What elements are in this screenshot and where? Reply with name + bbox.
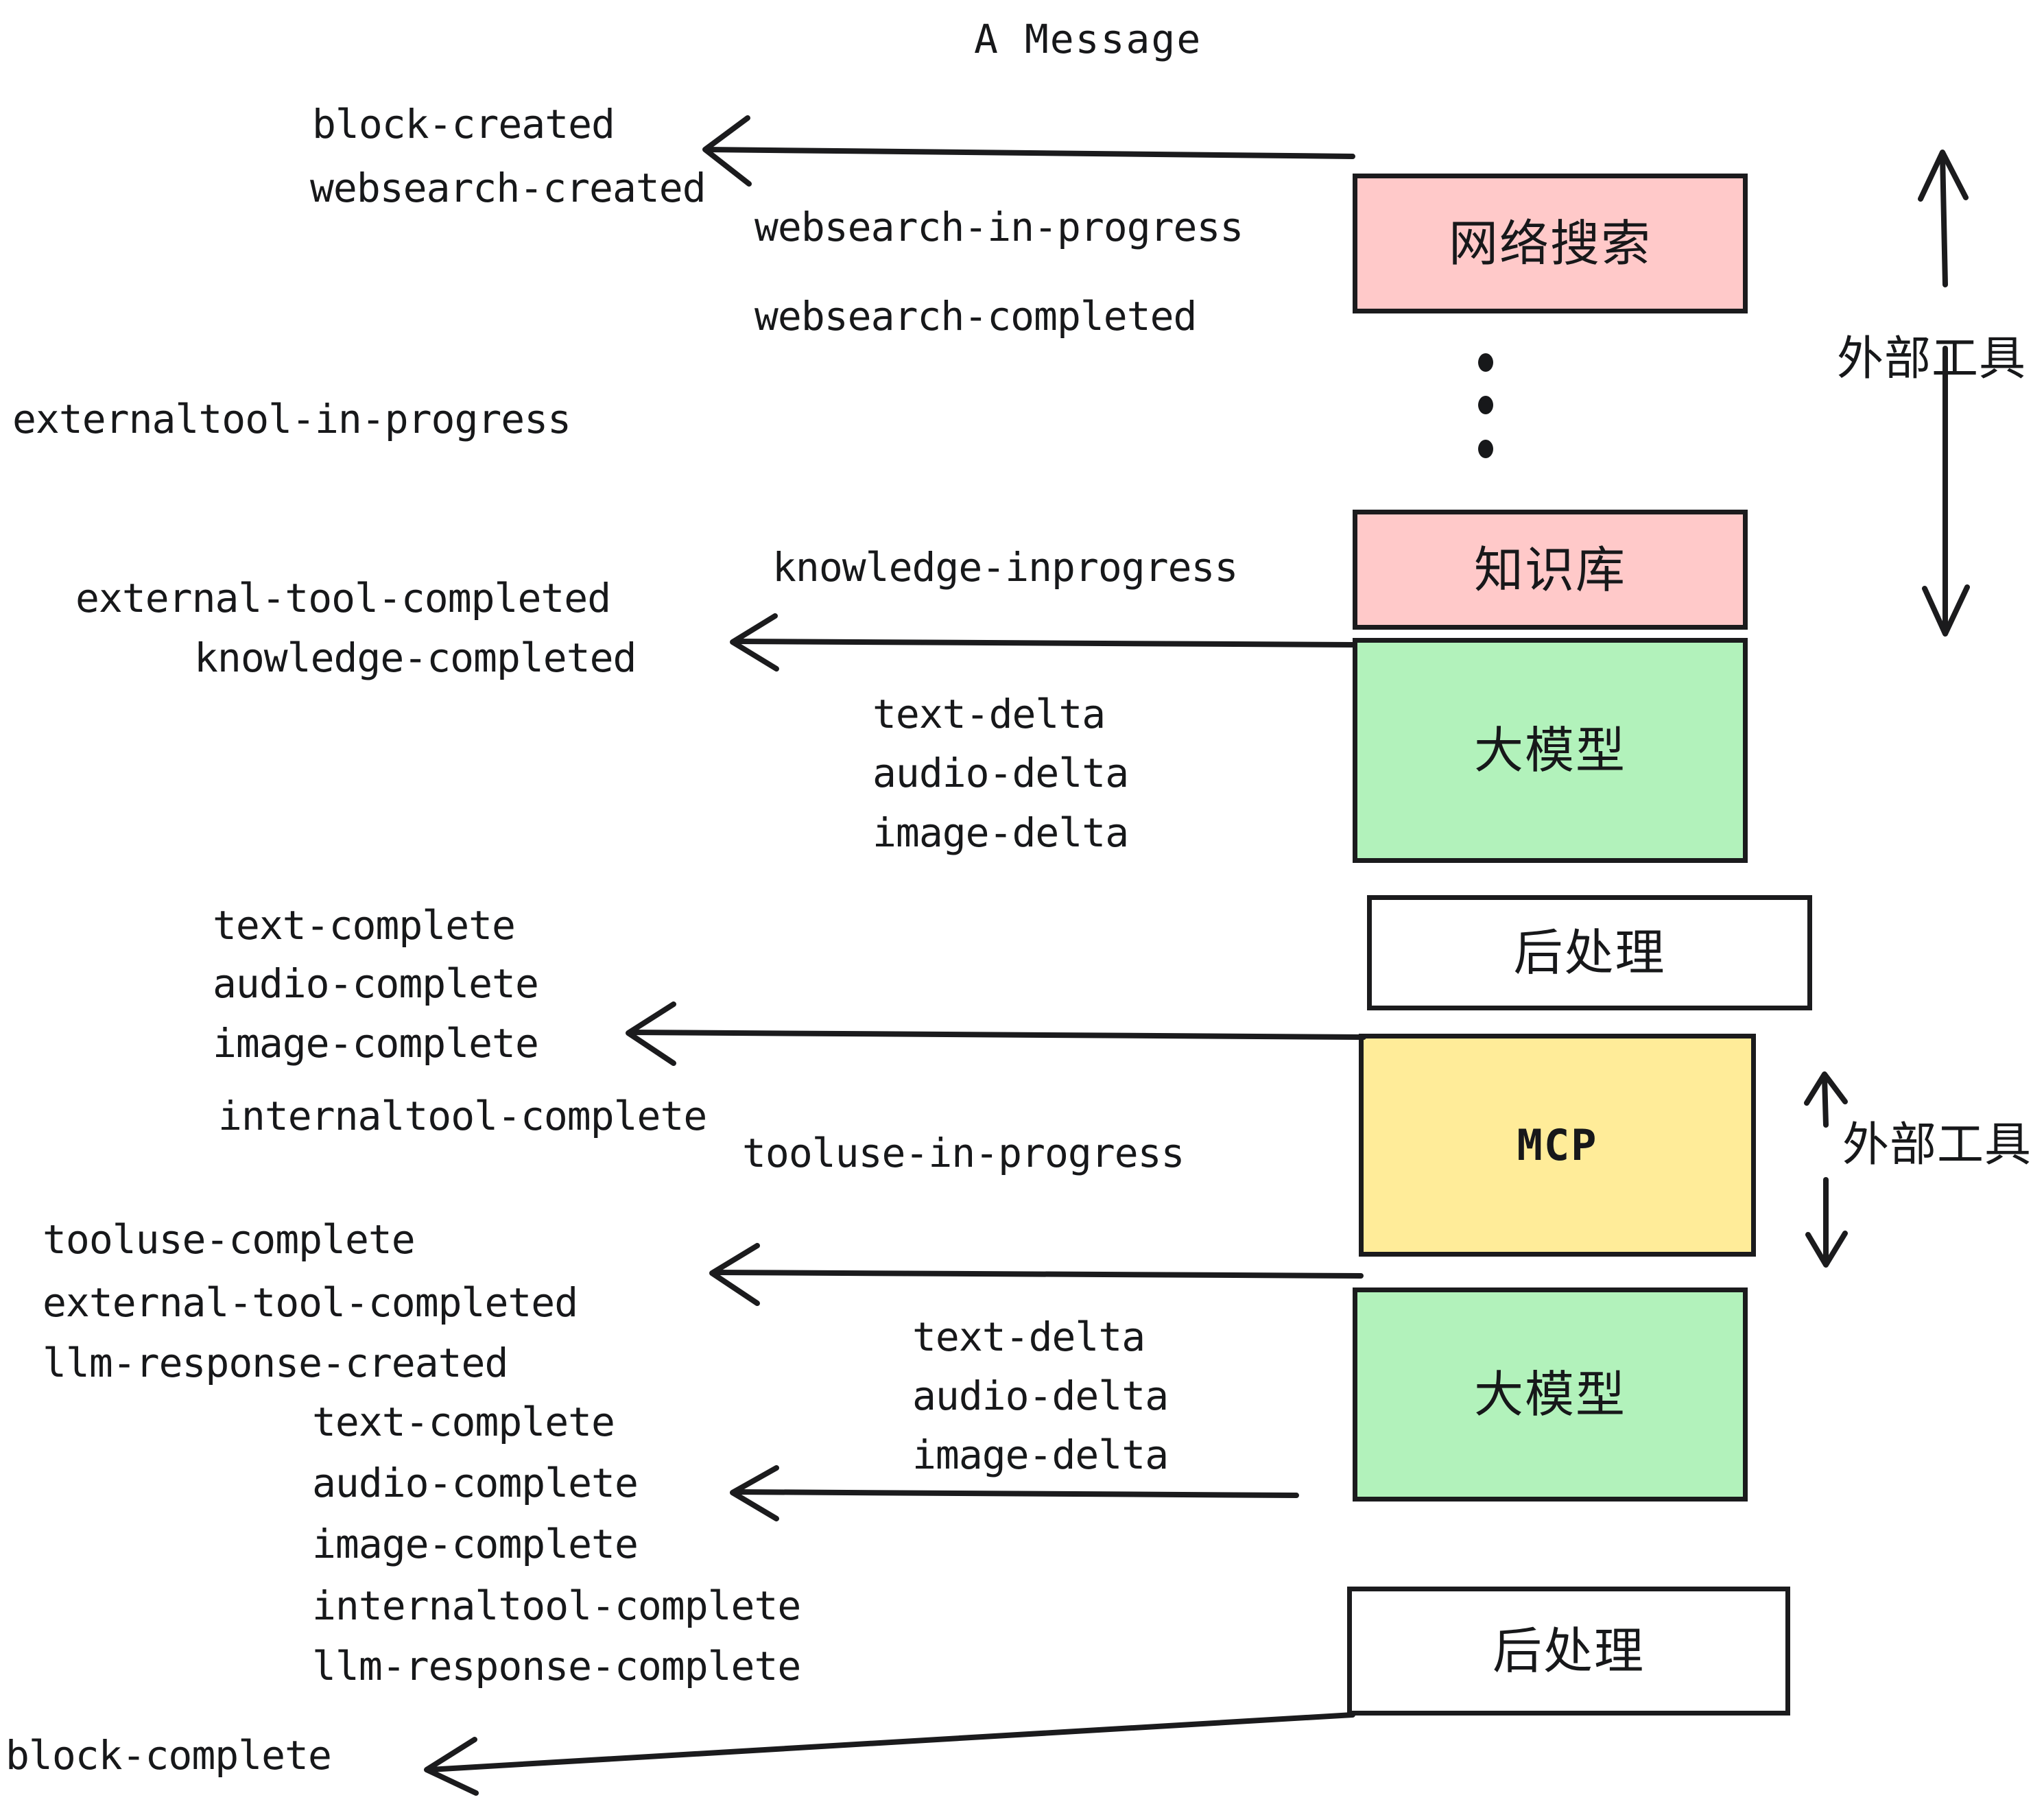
event-label-text-complete-2: text-complete bbox=[312, 1399, 615, 1445]
event-label-image-delta-2: image-delta bbox=[912, 1432, 1169, 1478]
event-label-llm-response-complete: llm-response-complete bbox=[312, 1643, 801, 1689]
side-label-external-tools-top: 外部工具 bbox=[1837, 332, 2027, 386]
event-label-text-delta-1: text-delta bbox=[872, 691, 1106, 737]
event-label-text-delta-2: text-delta bbox=[912, 1314, 1145, 1360]
event-label-audio-delta-1: audio-delta bbox=[872, 750, 1129, 796]
arrow-mcp-to-tooluse-complete bbox=[709, 1243, 1364, 1306]
event-label-image-complete-2: image-complete bbox=[312, 1521, 639, 1567]
page-title: A Message bbox=[974, 16, 1202, 62]
event-label-audio-complete-1: audio-complete bbox=[213, 960, 539, 1007]
ellipsis-dot-icon bbox=[1478, 440, 1493, 458]
event-label-websearch-in-progress: websearch-in-progress bbox=[754, 204, 1244, 250]
box-postprocess-1[interactable]: 后处理 bbox=[1367, 895, 1812, 1010]
event-label-image-complete-1: image-complete bbox=[213, 1020, 539, 1067]
arrow-knowledge-to-completed bbox=[730, 613, 1355, 672]
ellipsis-dot-icon bbox=[1478, 396, 1493, 414]
event-label-audio-complete-2: audio-complete bbox=[312, 1460, 639, 1506]
box-knowledge[interactable]: 知识库 bbox=[1353, 510, 1748, 630]
event-label-block-complete: block-complete bbox=[5, 1732, 332, 1779]
event-label-image-delta-1: image-delta bbox=[872, 809, 1129, 856]
event-label-tooluse-in-progress: tooluse-in-progress bbox=[742, 1130, 1185, 1176]
event-label-external-tool-completed-1: external-tool-completed bbox=[75, 575, 611, 621]
event-label-knowledge-inprogress: knowledge-inprogress bbox=[772, 544, 1238, 591]
arrow-postprocess2-to-block-complete bbox=[424, 1712, 1355, 1796]
event-label-tooluse-complete: tooluse-complete bbox=[43, 1216, 416, 1263]
event-label-text-complete-1: text-complete bbox=[213, 902, 516, 949]
event-label-llm-response-created: llm-response-created bbox=[43, 1340, 508, 1386]
arrow-external-tools-top bbox=[1918, 150, 1970, 637]
box-websearch-label: 网络搜索 bbox=[1448, 215, 1652, 272]
event-label-externaltool-in-progress: externaltool-in-progress bbox=[12, 396, 571, 442]
box-llm-1-label: 大模型 bbox=[1473, 722, 1626, 779]
event-label-websearch-completed: websearch-completed bbox=[754, 293, 1197, 340]
box-websearch[interactable]: 网络搜索 bbox=[1353, 174, 1748, 313]
event-label-websearch-created: websearch-created bbox=[310, 165, 706, 211]
ellipsis-dot-icon bbox=[1478, 353, 1493, 372]
box-postprocess-2-label: 后处理 bbox=[1492, 1622, 1645, 1680]
event-label-block-created: block-created bbox=[312, 101, 615, 147]
box-postprocess-1-label: 后处理 bbox=[1513, 924, 1666, 982]
event-label-internaltool-complete-1: internaltool-complete bbox=[218, 1093, 707, 1139]
arrow-external-tools-bottom bbox=[1804, 1071, 1848, 1268]
arrow-postprocess1-to-image-complete bbox=[626, 1001, 1366, 1066]
arrow-websearch-to-created bbox=[702, 115, 1355, 187]
event-label-audio-delta-2: audio-delta bbox=[912, 1373, 1169, 1419]
box-postprocess-2[interactable]: 后处理 bbox=[1347, 1587, 1790, 1716]
box-llm-1[interactable]: 大模型 bbox=[1353, 638, 1748, 863]
event-label-external-tool-completed-2: external-tool-completed bbox=[43, 1279, 578, 1326]
event-label-internaltool-complete-2: internaltool-complete bbox=[312, 1582, 801, 1629]
box-llm-2[interactable]: 大模型 bbox=[1353, 1287, 1748, 1502]
box-mcp[interactable]: MCP bbox=[1359, 1034, 1756, 1257]
event-label-knowledge-completed: knowledge-completed bbox=[194, 634, 637, 681]
box-mcp-label: MCP bbox=[1517, 1119, 1598, 1170]
box-knowledge-label: 知识库 bbox=[1473, 541, 1626, 599]
side-label-external-tools-bottom: 外部工具 bbox=[1842, 1118, 2032, 1172]
box-llm-2-label: 大模型 bbox=[1473, 1366, 1626, 1423]
